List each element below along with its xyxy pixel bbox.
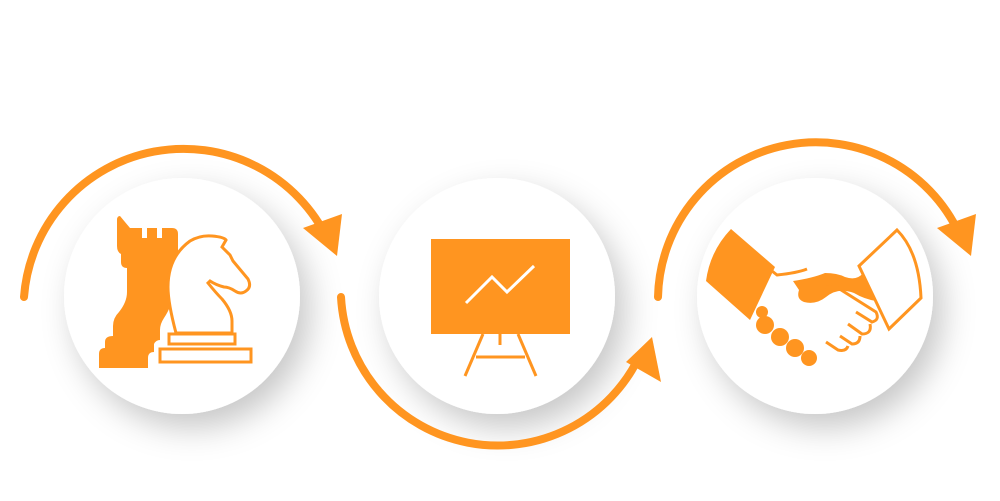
arrowhead-icon <box>626 337 661 382</box>
curved-arrow-icon <box>337 293 644 450</box>
arrowhead-icon <box>937 214 976 256</box>
presentation-chart-icon <box>431 239 570 377</box>
curved-arrow-icon <box>654 138 966 301</box>
arrowhead-icon <box>303 214 342 256</box>
chess-strategy-icon <box>99 216 253 368</box>
handshake-icon <box>706 227 923 366</box>
curved-arrow-icon <box>20 144 332 301</box>
